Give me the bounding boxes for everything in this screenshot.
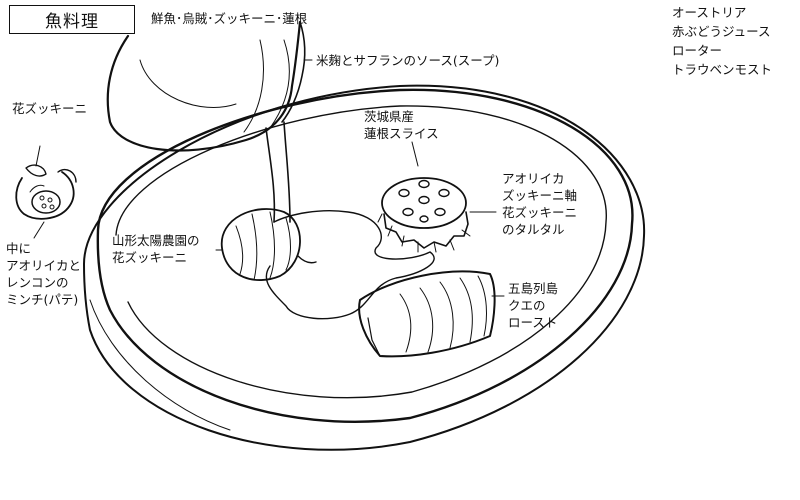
drink-line: ローター <box>672 43 723 58</box>
lotus-tartare <box>377 177 471 253</box>
tartare-line: アオリイカ <box>502 171 565 186</box>
filling-line: 中に <box>6 241 32 256</box>
leader-lines <box>33 59 505 297</box>
yamagata-zucchini-line: 山形太陽農園の <box>112 233 200 248</box>
sauce-label: 米麹とサフランのソース(スープ) <box>316 53 500 68</box>
filling-line: レンコンの <box>6 275 69 290</box>
drink-line: オーストリア <box>672 5 747 20</box>
filling-line: アオリイカと <box>6 258 82 273</box>
drink-line: 赤ぶどうジュース <box>672 24 771 39</box>
fish-line: クエの <box>508 298 546 313</box>
drink-pairing: オーストリア 赤ぶどうジュース ローター トラウベンモスト <box>672 3 772 79</box>
fish-line: 五島列島 <box>508 281 559 296</box>
lotus-slice-line: 茨城県産 <box>364 109 415 124</box>
filling-line: ミンチ(パテ) <box>6 292 79 307</box>
tartare-line: のタルタル <box>502 222 565 237</box>
flower-zucchini-on-plate <box>221 208 317 281</box>
fish-line: ロースト <box>508 315 558 330</box>
tartare-label: アオリイカ ズッキーニ軸 花ズッキーニ のタルタル <box>502 170 577 238</box>
lotus-slice-line: 蓮根スライス <box>364 126 439 141</box>
menu-title: 魚料理 <box>9 5 135 34</box>
flower-zucchini-label: 花ズッキーニ <box>12 101 88 116</box>
lotus-slice-label: 茨城県産 蓮根スライス <box>364 108 439 142</box>
ingredients-heading: 鮮魚･烏賊･ズッキーニ･蓮根 <box>151 11 308 26</box>
yamagata-zucchini-label: 山形太陽農園の 花ズッキーニ <box>112 232 200 266</box>
filling-label: 中に アオリイカと レンコンの ミンチ(パテ) <box>6 240 81 308</box>
tartare-line: ズッキーニ軸 <box>502 188 578 203</box>
fish-label: 五島列島 クエの ロースト <box>508 280 558 331</box>
sauce-pitcher <box>106 20 306 152</box>
sauce-stream <box>265 121 435 320</box>
stuffed-flower-illustration <box>15 164 77 220</box>
yamagata-zucchini-line: 花ズッキーニ <box>112 250 188 265</box>
roasted-fish <box>358 270 496 358</box>
tartare-line: 花ズッキーニ <box>502 205 578 220</box>
drink-line: トラウベンモスト <box>672 62 773 77</box>
